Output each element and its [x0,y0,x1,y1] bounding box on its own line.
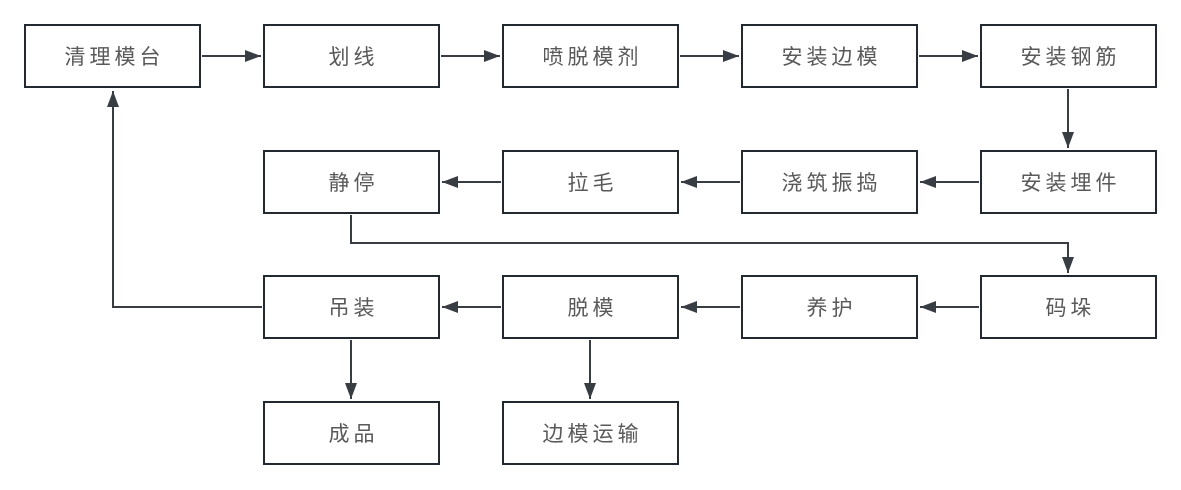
node-side-mold-transport: 边模运输 [502,401,679,465]
node-resting-label: 静停 [328,172,379,195]
node-lifting-label: 吊装 [328,297,379,320]
node-resting: 静停 [263,150,440,214]
node-marking: 划线 [263,24,440,88]
node-demolding: 脱模 [502,275,679,339]
node-roughening: 拉毛 [502,150,679,214]
node-finished-product-label: 成品 [328,423,379,446]
node-lifting: 吊装 [263,275,440,339]
node-spray-release-agent: 喷脱模剂 [502,24,679,88]
node-pour-and-vibrate: 浇筑振捣 [741,150,918,214]
node-pour-and-vibrate-label: 浇筑振捣 [781,172,882,195]
node-curing-label: 养护 [806,297,857,320]
node-demolding-label: 脱模 [567,297,618,320]
node-stacking-label: 码垛 [1045,297,1096,320]
node-install-rebar-label: 安装钢筋 [1020,46,1121,69]
node-roughening-label: 拉毛 [567,172,618,195]
node-install-side-mold-label: 安装边模 [781,46,882,69]
node-install-embedded-parts-label: 安装埋件 [1020,172,1121,195]
node-curing: 养护 [741,275,918,339]
node-clean-mold-table: 清理模台 [24,24,201,88]
node-finished-product: 成品 [263,401,440,465]
node-side-mold-transport-label: 边模运输 [542,423,643,446]
node-install-rebar: 安装钢筋 [980,24,1157,88]
node-clean-mold-table-label: 清理模台 [64,46,165,69]
node-install-embedded-parts: 安装埋件 [980,150,1157,214]
node-marking-label: 划线 [328,46,379,69]
node-spray-release-agent-label: 喷脱模剂 [542,46,643,69]
node-stacking: 码垛 [980,275,1157,339]
edge-lifting-to-clean-mold-table [107,91,262,308]
node-install-side-mold: 安装边模 [741,24,918,88]
edge-resting-to-stacking [350,215,1074,273]
